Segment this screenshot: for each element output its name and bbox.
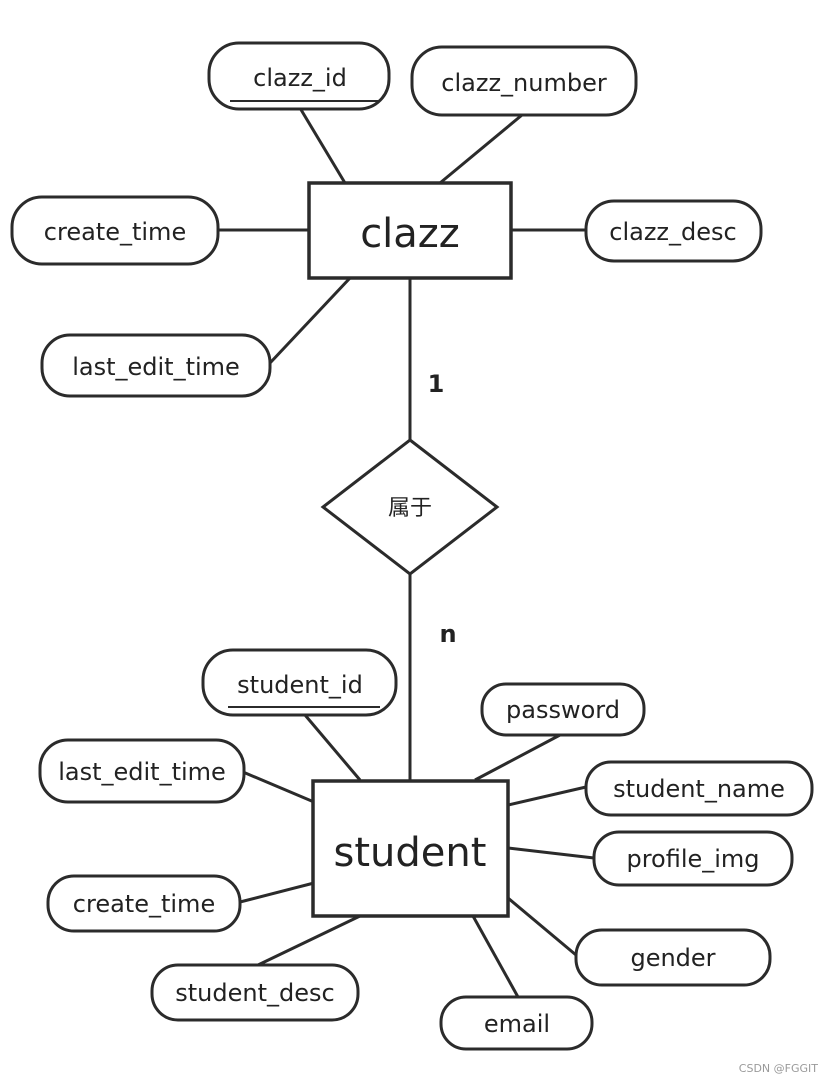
- attribute-email: email: [439, 995, 594, 1051]
- entity-clazz: clazz: [307, 181, 513, 280]
- attribute-label: create_time: [44, 218, 186, 246]
- attribute-clazz-number: clazz_number: [410, 45, 638, 117]
- entity-clazz-box: [307, 181, 513, 280]
- cardinality-many: n: [439, 620, 456, 648]
- attribute-label: email: [484, 1010, 550, 1038]
- attribute-box: [574, 928, 772, 987]
- attribute-student-name: student_name: [584, 760, 814, 817]
- clazz-connectors: [218, 107, 586, 365]
- entity-student: student: [311, 779, 510, 918]
- attribute-box: [38, 738, 246, 804]
- attribute-label: last_edit_time: [72, 353, 240, 381]
- connector-email: [471, 915, 520, 998]
- attribute-label: clazz_desc: [609, 218, 736, 246]
- attribute-box: [592, 830, 794, 887]
- attribute-box: [410, 45, 638, 117]
- connector-student-id: [303, 714, 362, 781]
- attribute-student-last-edit-time: last_edit_time: [38, 738, 246, 804]
- attribute-label: clazz_number: [441, 69, 607, 97]
- relationship-diamond: [320, 438, 500, 576]
- entity-student-label: student: [334, 830, 487, 876]
- connector-gender: [507, 896, 577, 957]
- attribute-profile-img: profile_img: [592, 830, 794, 887]
- attribute-student-create-time: create_time: [46, 874, 242, 933]
- attribute-box: [584, 760, 814, 817]
- attribute-clazz-id: clazz_id: [207, 41, 391, 111]
- entity-clazz-label: clazz: [360, 211, 460, 257]
- connector-profile-img: [507, 846, 595, 860]
- attribute-clazz-create-time: create_time: [10, 195, 220, 266]
- attribute-clazz-desc: clazz_desc: [584, 199, 763, 263]
- attribute-clazz-last-edit-time: last_edit_time: [40, 333, 272, 398]
- attribute-label: last_edit_time: [58, 758, 226, 786]
- entity-student-box: [311, 779, 510, 918]
- attribute-student-desc: student_desc: [150, 963, 360, 1022]
- attribute-label: gender: [630, 944, 715, 972]
- attribute-box: [46, 874, 242, 933]
- attribute-label: clazz_id: [253, 64, 347, 92]
- attribute-label: create_time: [73, 890, 215, 918]
- attribute-box: [584, 199, 763, 263]
- attribute-password: password: [480, 682, 646, 737]
- cardinality-one: 1: [428, 370, 445, 398]
- attribute-label: student_name: [613, 775, 785, 803]
- attribute-student-id: student_id: [201, 648, 398, 717]
- connector-student-desc: [257, 914, 361, 967]
- connector-student-create-time: [239, 881, 315, 904]
- connector-clazz-id: [298, 107, 347, 184]
- attribute-box: [10, 195, 220, 266]
- connector-student-name: [507, 785, 587, 807]
- attribute-label: profile_img: [626, 845, 759, 873]
- attribute-label: student_id: [237, 671, 363, 699]
- watermark: CSDN @FGGIT: [739, 1062, 818, 1075]
- attribute-box: [40, 333, 272, 398]
- connector-password: [474, 733, 561, 782]
- attribute-box: [439, 995, 594, 1051]
- student-connectors: [239, 714, 595, 998]
- attribute-label: student_desc: [175, 979, 334, 1007]
- attribute-label: password: [506, 696, 620, 724]
- relationship-belongs-to: 属于: [320, 438, 500, 576]
- attribute-box: [207, 41, 391, 111]
- connector-clazz-number: [439, 113, 523, 185]
- connector-student-last-edit-time: [242, 770, 315, 804]
- attribute-box: [480, 682, 646, 737]
- attribute-box: [150, 963, 360, 1022]
- relationship-label: 属于: [388, 496, 432, 521]
- attribute-gender: gender: [574, 928, 772, 987]
- attribute-box: [201, 648, 398, 717]
- connector-clazz-last-edit-time: [268, 276, 352, 365]
